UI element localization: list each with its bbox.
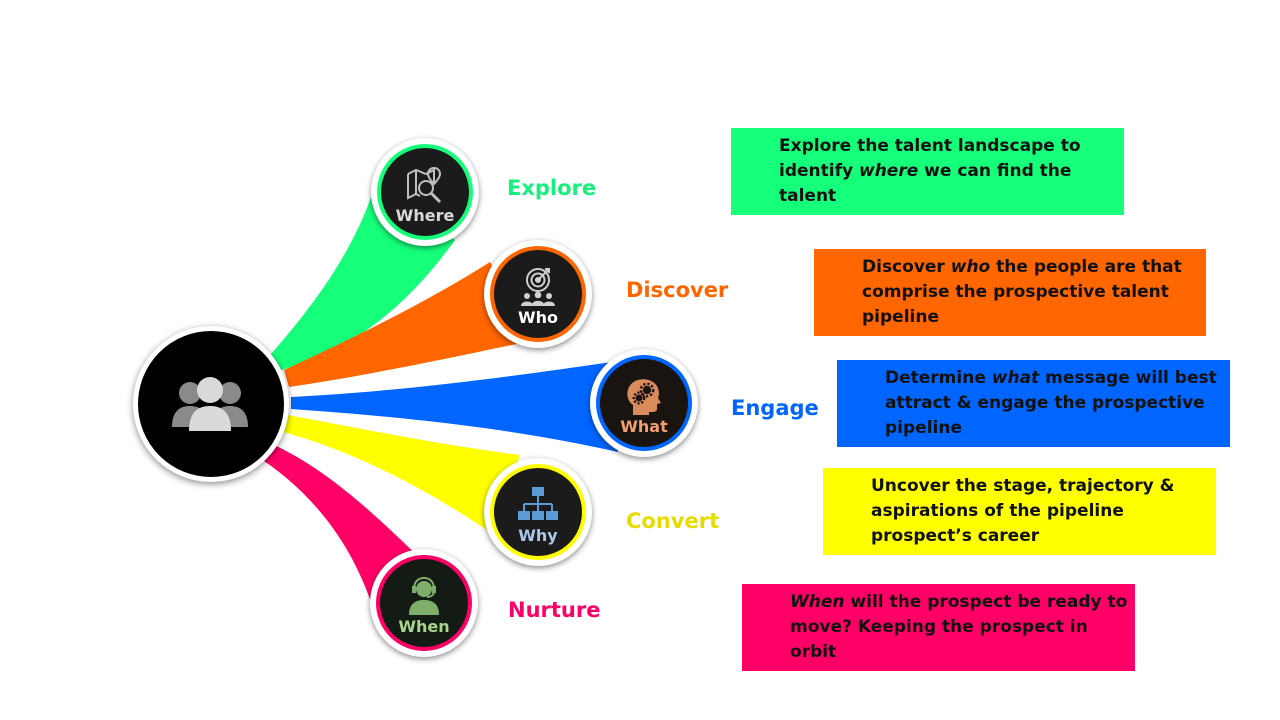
question-what: What [620, 417, 668, 436]
stage-label-convert: Convert [626, 509, 720, 533]
stage-label-engage: Engage [731, 396, 819, 420]
desc-explore-post: we can find the talent [779, 161, 1072, 206]
ray-discover [284, 262, 535, 387]
question-who: Who [517, 308, 559, 327]
desc-convert-pre: Uncover the stage, trajectory & aspirati… [871, 476, 1175, 546]
question-when: When [398, 617, 450, 636]
target-people-icon [521, 268, 555, 306]
ray-engage [291, 362, 618, 452]
desc-box-engage: Determine what message will best attract… [837, 360, 1230, 447]
desc-discover-em: who [950, 257, 991, 277]
desc-nurture-post: will the prospect be ready to move? Keep… [790, 592, 1128, 662]
headset-person-icon [409, 576, 439, 615]
desc-box-explore: Explore the talent landscape to identify… [731, 128, 1124, 215]
desc-discover-post: the people are that comprise the prospec… [862, 257, 1182, 327]
desc-explore-pre: Explore the talent landscape to identify [779, 136, 1081, 181]
org-chart-icon [518, 487, 558, 520]
desc-box-nurture: When will the prospect be ready to move?… [742, 584, 1135, 671]
question-why: Why [518, 526, 558, 545]
desc-engage-post: message will best attract & engage the p… [885, 368, 1217, 438]
desc-engage-em: what [991, 368, 1040, 388]
node-engage: What [590, 349, 698, 457]
desc-box-discover: Discover who the people are that compris… [814, 249, 1206, 336]
ray-convert [283, 415, 520, 532]
desc-explore-em: where [858, 161, 919, 181]
hub-circle [133, 326, 289, 482]
desc-nurture-em: When [790, 592, 845, 612]
stage-label-nurture: Nurture [508, 598, 601, 622]
node-explore: Where [371, 138, 479, 246]
node-convert: Why [484, 458, 592, 566]
node-discover: Who [484, 240, 592, 348]
stage-label-explore: Explore [507, 176, 597, 200]
node-nurture: When [370, 549, 478, 657]
stage-label-discover: Discover [626, 278, 729, 302]
desc-discover-pre: Discover [862, 257, 951, 277]
ray-nurture [255, 443, 420, 605]
desc-engage-pre: Determine [885, 368, 992, 388]
head-gears-icon [627, 379, 661, 415]
people-group-icon [172, 377, 248, 431]
map-search-icon [407, 166, 442, 204]
desc-box-convert: Uncover the stage, trajectory & aspirati… [823, 468, 1216, 555]
question-where: Where [395, 206, 455, 225]
